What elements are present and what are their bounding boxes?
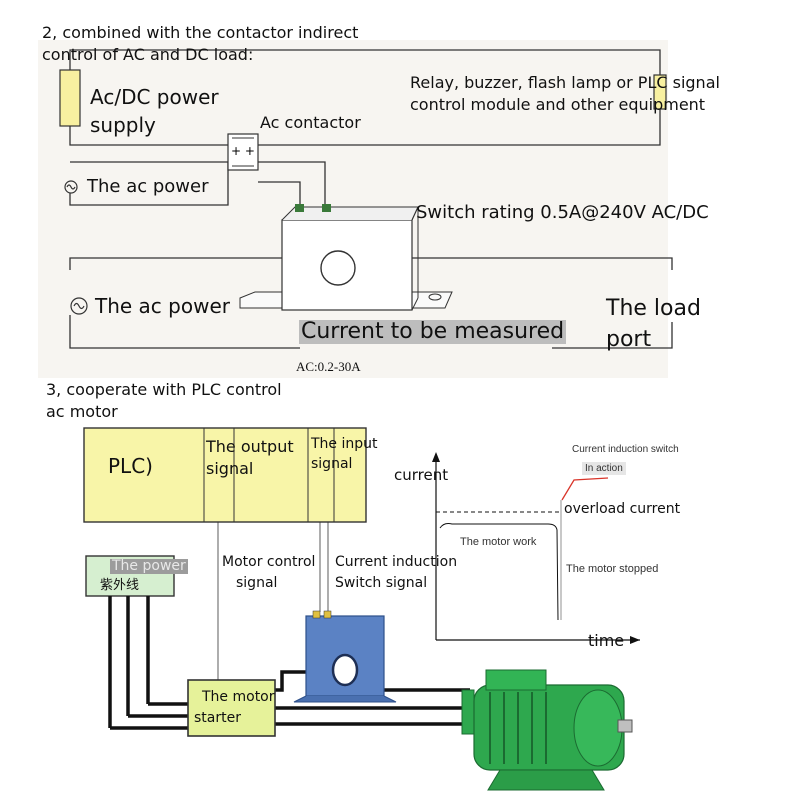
ac-source-icon: [70, 297, 88, 315]
ac-wave-icon: [73, 302, 85, 310]
signal-wires: [217, 522, 329, 680]
plc-box: [83, 427, 367, 523]
in-action-label: In action: [582, 462, 626, 475]
motor-control-label-cont: signal: [236, 575, 278, 591]
supply-label: Ac/DC power: [90, 85, 219, 109]
ac-contactor: + +: [227, 133, 259, 171]
load-port-label: The load: [606, 296, 701, 321]
current-measured-label: Current to be measured: [299, 319, 567, 345]
input-signal-label: The input: [311, 436, 378, 452]
svg-text:+ +: + +: [231, 144, 255, 158]
power-supply-box: [59, 69, 81, 127]
graph-y-label: current: [394, 466, 449, 484]
current-induction-label: Current induction: [335, 554, 458, 570]
power-sublabel: 紫外线: [100, 578, 140, 593]
section2-heading-cont: control of AC and DC load:: [42, 45, 254, 64]
input-signal-label-cont: signal: [311, 456, 353, 472]
supply-label-cont: supply: [90, 113, 156, 137]
section3-heading-cont: ac motor: [46, 402, 118, 421]
output-signal-label-cont: signal: [206, 459, 254, 478]
motor-starter-label: The motor: [202, 689, 275, 705]
load-port-label-cont: port: [606, 327, 652, 352]
motor-stopped-label: The motor stopped: [566, 563, 659, 575]
equipment-label-cont: control module and other equipment: [410, 95, 706, 114]
current-time-graph: [432, 452, 640, 644]
ac-source-icon: [64, 180, 78, 194]
ac-power-label: The ac power: [95, 294, 230, 318]
section2-heading: 2, combined with the contactor indirect: [42, 23, 359, 42]
equipment-box: [653, 74, 667, 110]
plc-label: PLC): [108, 454, 153, 478]
overload-label: overload current: [564, 501, 681, 517]
switch-rating-label: Switch rating 0.5A@240V AC/DC: [416, 202, 709, 223]
current-sensor-switch: [239, 204, 453, 311]
motor-control-label: Motor control: [222, 554, 316, 570]
section2-wires: [69, 49, 673, 349]
plc-dividers: [203, 428, 335, 522]
power-label: The power: [110, 558, 188, 575]
ac-wave-icon: [66, 184, 76, 190]
output-signal-label: The output: [206, 437, 294, 456]
current-induction-sensor: [293, 610, 397, 703]
current-induction-label-cont: Switch signal: [335, 575, 428, 591]
section3-heading: 3, cooperate with PLC control: [46, 380, 282, 399]
motor-work-label: The motor work: [460, 536, 537, 548]
graph-x-label: time: [588, 631, 625, 650]
range-label: AC:0.2-30A: [296, 359, 361, 374]
equipment-label: Relay, buzzer, flash lamp or PLC signal: [410, 73, 720, 92]
motor-starter-box: [187, 679, 276, 737]
contactor-label: Ac contactor: [260, 113, 361, 132]
ac-motor: [461, 669, 633, 791]
ac-power-label: The ac power: [87, 176, 209, 197]
switch-label: Current induction switch: [572, 444, 679, 455]
power-wires: [108, 596, 470, 730]
motor-starter-label-cont: starter: [194, 710, 241, 726]
